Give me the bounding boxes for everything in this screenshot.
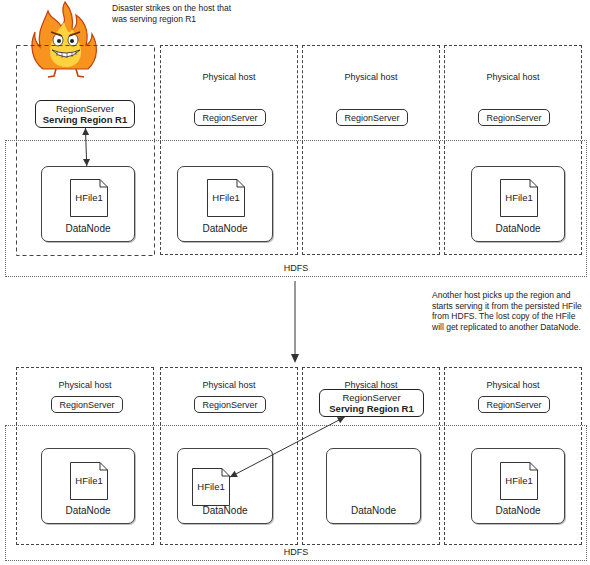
document-fold xyxy=(530,463,538,471)
hdfs-band: HDFSDataNodeHFile1DataNodeHFile1DataNode… xyxy=(5,140,587,277)
document-shape xyxy=(71,463,108,500)
regionserver-box: RegionServer xyxy=(51,396,123,413)
document-shape xyxy=(208,180,245,217)
hdfs-band: HDFSDataNodeHFile1DataNodeHFile1DataNode… xyxy=(5,425,587,561)
node-label: Physical host xyxy=(161,380,297,391)
transition-arrow xyxy=(291,281,299,363)
arrow-head xyxy=(83,159,90,166)
regionserver-box: RegionServer xyxy=(194,109,266,126)
annotation-note: Another host picks up the region and sta… xyxy=(432,290,584,332)
datanode-box: DataNode xyxy=(326,448,421,524)
host-outline xyxy=(17,46,155,256)
node-label: RegionServer xyxy=(56,103,114,114)
node-sublabel: Serving Region R1 xyxy=(43,114,127,125)
node-label: HFile1 xyxy=(500,475,538,486)
node-label: DataNode xyxy=(178,505,272,517)
node-label: HFile1 xyxy=(207,192,245,203)
legs xyxy=(48,69,84,77)
datanode-box: DataNode HFile1 xyxy=(177,166,273,242)
regionserver-box: RegionServer xyxy=(194,396,266,413)
datanode-box: DataNode HFile1 xyxy=(177,448,273,524)
arrow-head xyxy=(230,471,238,477)
node-label: Physical host xyxy=(161,72,297,83)
regionserver-box: RegionServerServing Region R1 xyxy=(319,389,424,417)
annotation-note: Disaster strikes on the host that was se… xyxy=(112,3,248,24)
node-label: HFile1 xyxy=(500,192,538,203)
node-label: DataNode xyxy=(42,505,134,517)
connector-line xyxy=(85,128,86,166)
node-label: Physical host xyxy=(303,72,439,83)
arrow-head xyxy=(291,354,299,363)
document-shape xyxy=(501,180,538,217)
document-fold xyxy=(100,463,108,471)
document-shape xyxy=(193,469,230,506)
hfile-document: HFile1 xyxy=(500,179,538,217)
pupil xyxy=(57,39,61,43)
connector-line xyxy=(230,417,345,477)
node-label: Physical host xyxy=(17,380,153,391)
fire-mascot xyxy=(32,2,96,77)
connector-arrow xyxy=(230,417,345,477)
node-label: DataNode xyxy=(42,223,134,235)
node-label: RegionServer xyxy=(202,113,257,123)
node-label: RegionServer xyxy=(59,400,114,410)
datanode-box: DataNode HFile1 xyxy=(471,166,565,242)
regionserver-box: RegionServerServing Region R1 xyxy=(35,100,135,128)
node-label: HFile1 xyxy=(192,481,230,492)
node-sublabel: Serving Region R1 xyxy=(329,403,413,414)
regionserver-box: RegionServer xyxy=(336,109,408,126)
node-label: RegionServer xyxy=(202,400,257,410)
datanode-box: DataNode HFile1 xyxy=(41,448,135,524)
hfile-document: HFile1 xyxy=(70,462,108,500)
host-box: Physical hostRegionServer xyxy=(302,45,440,255)
hfile-document: HFile1 xyxy=(207,179,245,217)
arrow-line xyxy=(295,281,296,356)
node-label: RegionServer xyxy=(486,113,541,123)
brow xyxy=(51,32,80,36)
teeth xyxy=(57,51,76,58)
document-fold xyxy=(100,180,108,188)
node-label: DataNode xyxy=(178,223,272,235)
regionserver-box: RegionServer xyxy=(478,109,550,126)
regionserver-box: RegionServer xyxy=(478,396,550,413)
node-label: HFile1 xyxy=(70,192,108,203)
document-fold xyxy=(222,469,230,477)
node-label: HFile1 xyxy=(70,475,108,486)
document-shape xyxy=(501,463,538,500)
node-label: HDFS xyxy=(6,547,586,558)
node-label: RegionServer xyxy=(344,113,399,123)
arrow-head xyxy=(82,128,89,135)
node-label: DataNode xyxy=(327,505,420,517)
flame-body xyxy=(32,2,96,69)
node-label: Physical host xyxy=(445,380,581,391)
document-fold xyxy=(237,180,245,188)
connector-arrow xyxy=(82,128,90,166)
node-label: DataNode xyxy=(472,505,564,517)
node-label: DataNode xyxy=(472,223,564,235)
datanode-box: DataNode HFile1 xyxy=(471,448,565,524)
node-label: RegionServer xyxy=(486,400,541,410)
node-label: RegionServer xyxy=(342,392,400,403)
arrow-head xyxy=(337,417,345,423)
hfile-document: HFile1 xyxy=(500,462,538,500)
flame-core xyxy=(50,22,81,67)
hfile-document: HFile1 xyxy=(192,468,230,506)
document-shape xyxy=(71,180,108,217)
document-fold xyxy=(530,180,538,188)
node-label: HDFS xyxy=(6,263,586,274)
node-label: Physical host xyxy=(445,72,581,83)
datanode-box: DataNode HFile1 xyxy=(41,166,135,242)
hfile-document: HFile1 xyxy=(70,179,108,217)
grin xyxy=(52,50,80,57)
pupil xyxy=(70,39,74,43)
